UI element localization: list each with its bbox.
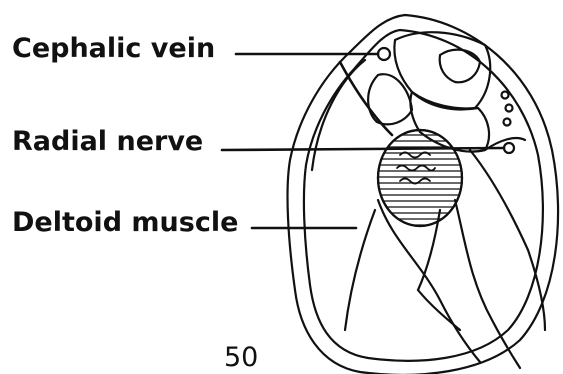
vessel-shape [502, 92, 509, 99]
deltoid-edge [312, 60, 365, 170]
deltoid-muscle-label: Deltoid muscle [12, 209, 238, 236]
vessel-shape [504, 119, 511, 126]
cephalic-vein-label: Cephalic vein [12, 35, 215, 62]
radial-nerve-leader [222, 148, 504, 150]
page-number: 50 [224, 344, 258, 371]
cephalic-vein-shape [378, 48, 390, 60]
humerus-bone [378, 130, 462, 226]
septum-line [470, 150, 545, 330]
vessel-shape [506, 105, 513, 112]
radial-nerve-label: Radial nerve [12, 128, 203, 155]
radial-nerve-shape [504, 143, 514, 153]
biceps-inner-shape [440, 50, 480, 83]
